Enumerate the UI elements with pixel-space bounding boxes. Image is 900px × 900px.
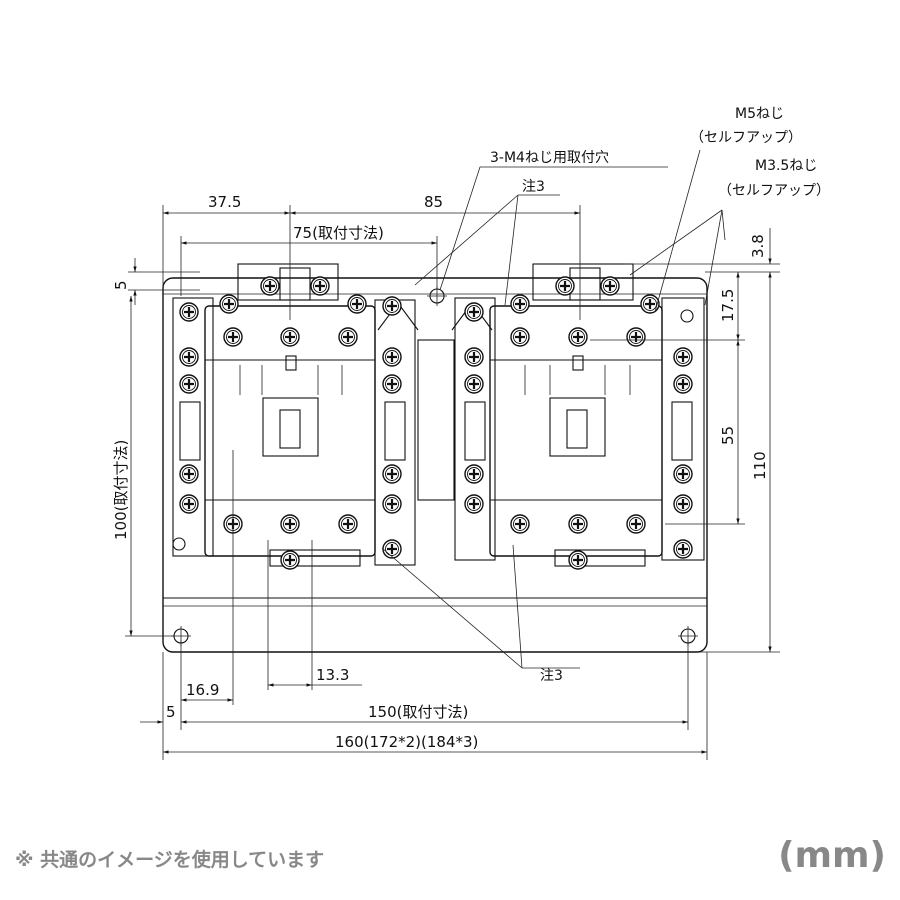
- dim-13-3: 13.3: [316, 666, 349, 684]
- dim-5-bottom: 5: [166, 703, 176, 721]
- dim-100: 100(取付寸法): [112, 440, 130, 540]
- dim-110: 110: [751, 451, 769, 480]
- note-3-top: 注3: [522, 179, 545, 195]
- unit-label: (mm): [778, 835, 886, 876]
- note-3-bottom: 注3: [540, 668, 563, 684]
- dim-55: 55: [719, 426, 737, 445]
- interlock-bar: [417, 339, 455, 501]
- note-mounting-holes: 3-M4ねじ用取付穴: [490, 150, 609, 166]
- dim-85: 85: [424, 193, 443, 211]
- contactor-left: [172, 263, 419, 567]
- leader-lines: [381, 149, 726, 669]
- dim-5-top: 5: [112, 280, 130, 290]
- dimension-lines: [125, 205, 780, 760]
- dim-3-8: 3.8: [749, 234, 767, 258]
- dim-160: 160(172*2)(184*3): [335, 733, 478, 751]
- note-m35-title: M3.5ねじ: [755, 158, 817, 174]
- note-m5-sub: （セルフアップ）: [690, 130, 802, 146]
- dim-150: 150(取付寸法): [368, 703, 468, 721]
- dim-75: 75(取付寸法): [293, 224, 384, 242]
- dim-16-9: 16.9: [186, 681, 219, 699]
- small-hole-right: [680, 309, 694, 323]
- note-m35-sub: （セルフアップ）: [718, 183, 830, 199]
- dim-37-5: 37.5: [208, 193, 241, 211]
- image-disclaimer: ※ 共通のイメージを使用しています: [15, 849, 325, 871]
- note-m5-title: M5ねじ: [735, 106, 784, 122]
- dim-17-5: 17.5: [719, 289, 737, 322]
